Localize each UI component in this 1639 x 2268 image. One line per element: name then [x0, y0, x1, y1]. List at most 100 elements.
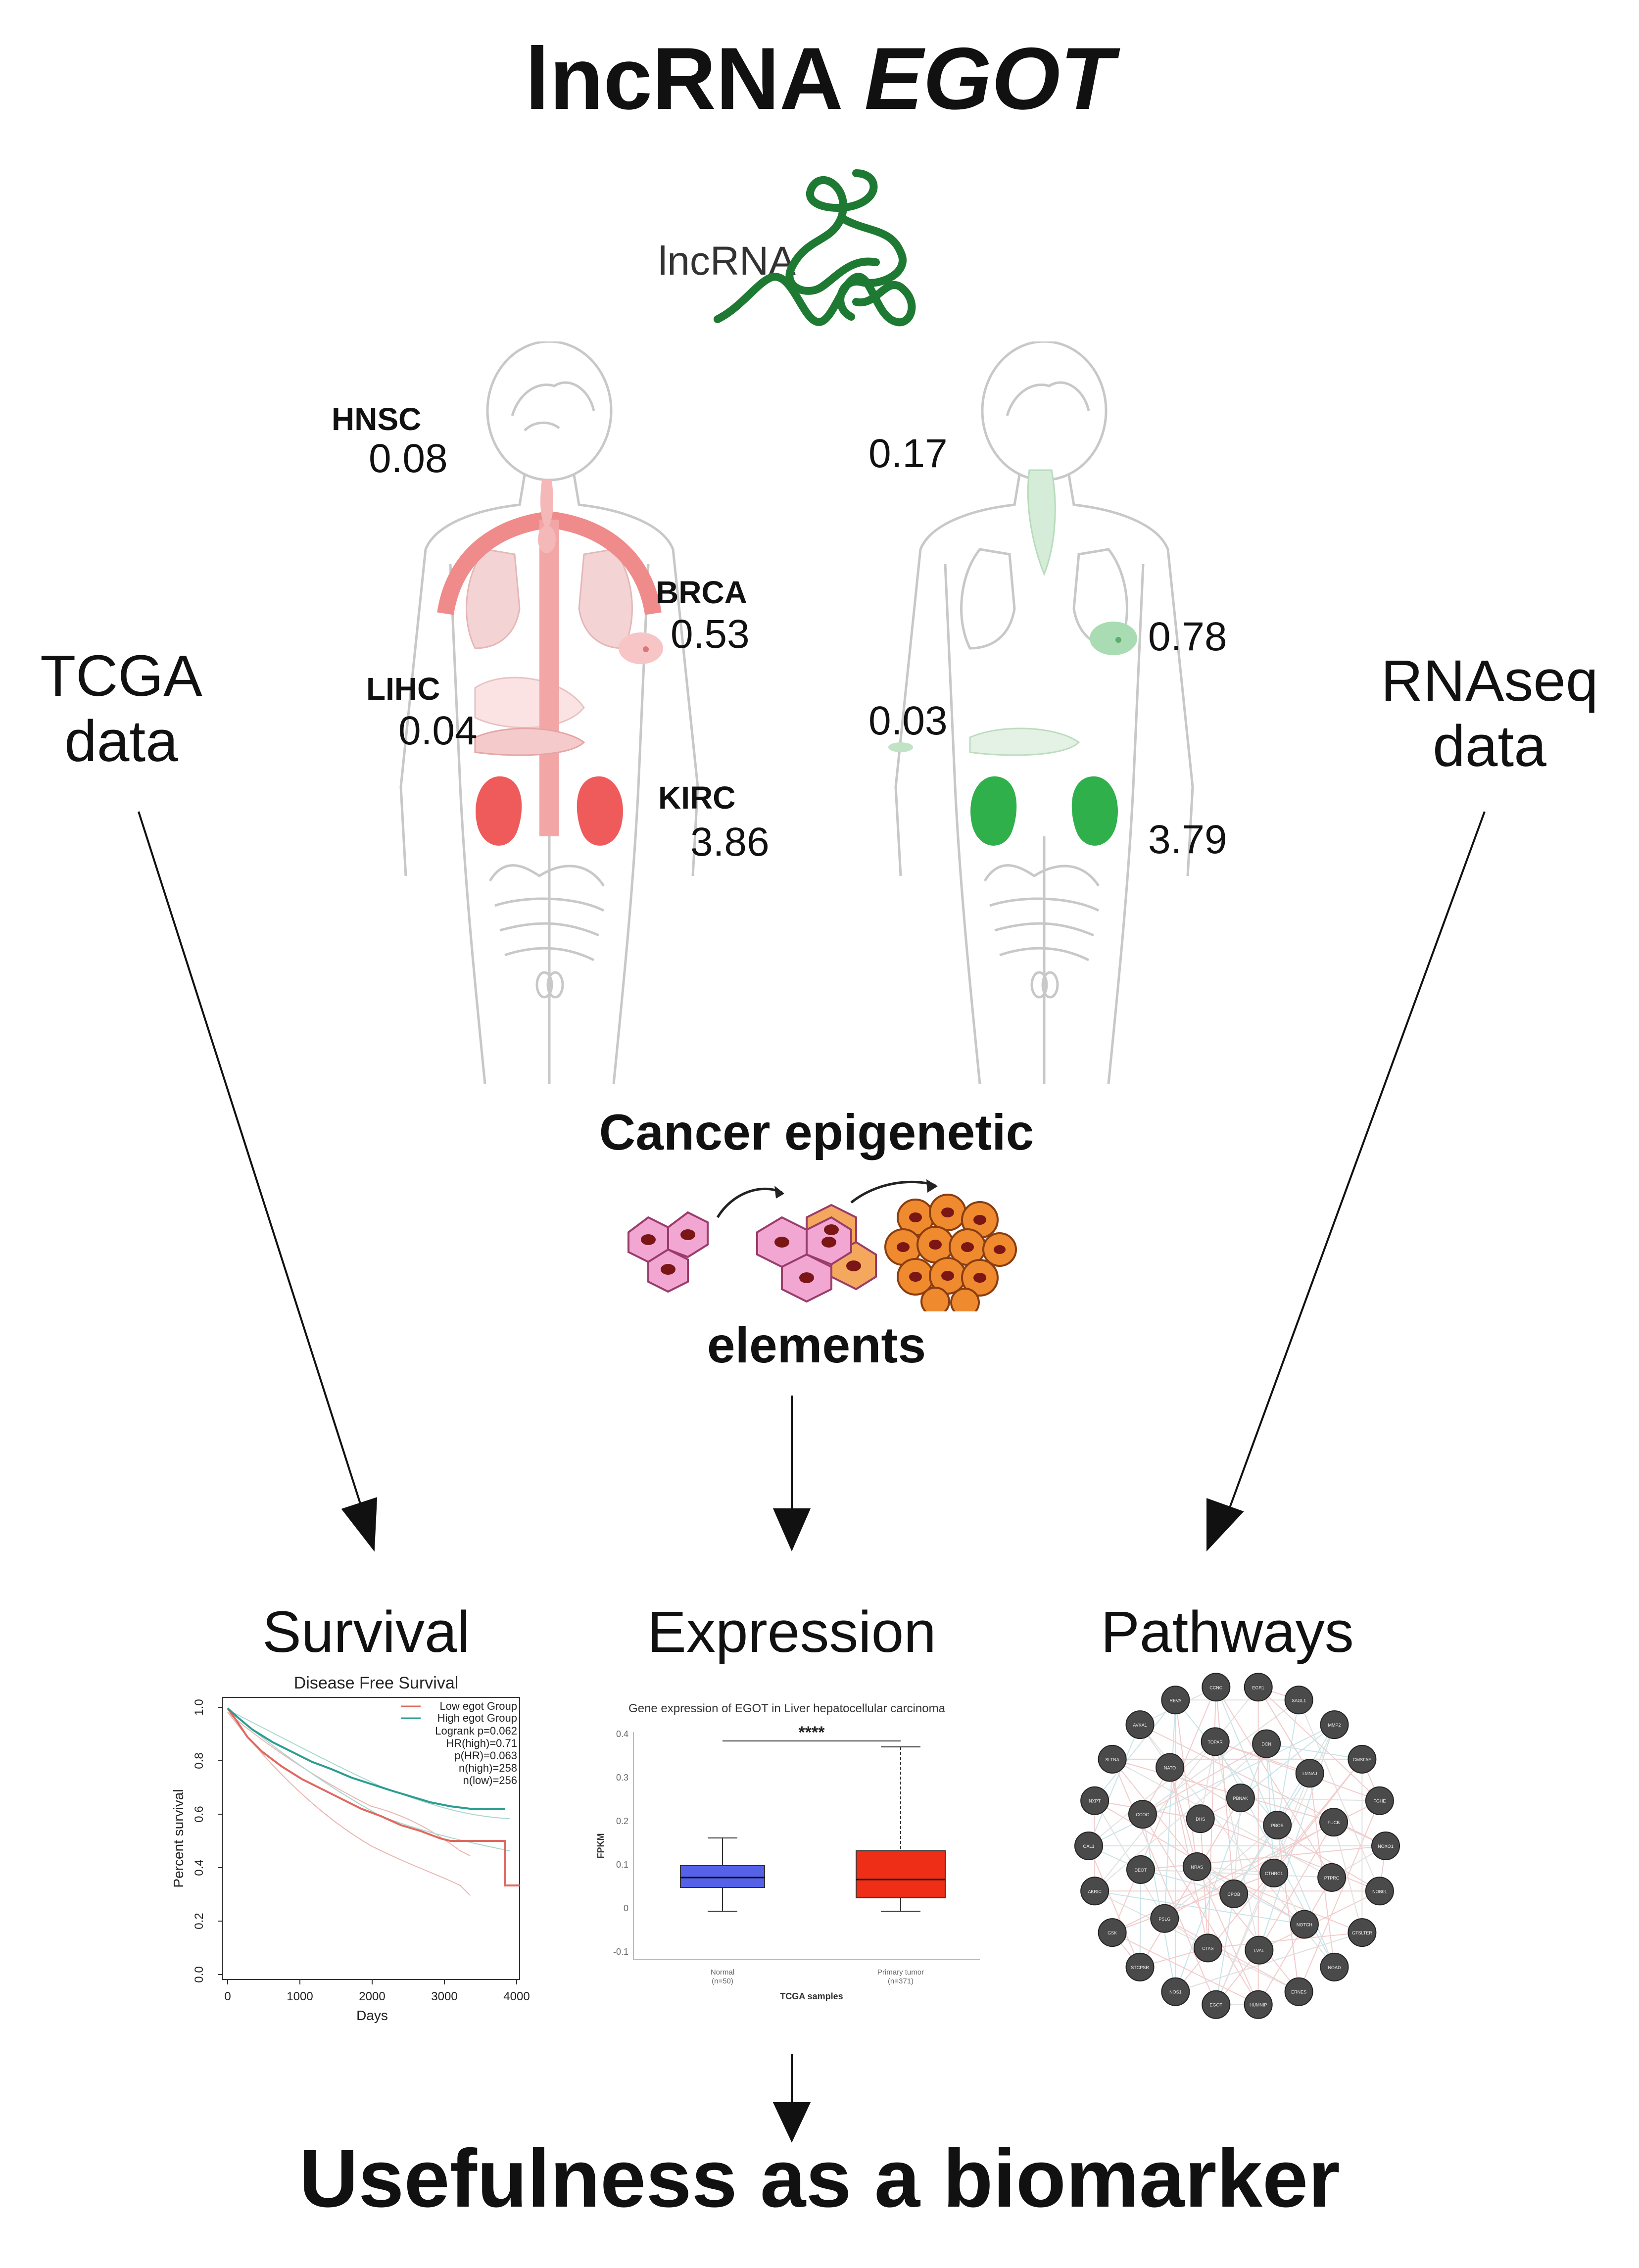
network-edge	[1139, 1797, 1241, 1968]
expression-ytick-1: 0.3	[616, 1773, 628, 1783]
network-node	[1150, 1904, 1179, 1933]
main-title: lncRNA EGOT	[0, 35, 1639, 123]
value-right-kidney: 3.79	[1148, 817, 1227, 862]
network-node-label: CCNC	[1209, 1685, 1222, 1690]
left-body-figure	[399, 341, 699, 1084]
network-edge	[1277, 1700, 1300, 1826]
network-node	[1156, 1753, 1185, 1782]
lncrna-strand-icon: lncRNA	[658, 169, 916, 327]
network-edge	[1140, 1869, 1332, 1878]
network-edge	[1112, 1758, 1332, 1878]
cancer-cells-illustration	[627, 1179, 1017, 1311]
survival-ytick-3: 0.6	[193, 1806, 206, 1822]
network-edge	[1088, 1724, 1141, 1846]
survival-curve-high	[227, 1707, 505, 1810]
network-edge	[1140, 1845, 1386, 1870]
network-edge	[1207, 1932, 1362, 1949]
network-edge	[1088, 1845, 1141, 1968]
value-kirc: 3.86	[690, 820, 770, 865]
network-edge	[1164, 1825, 1278, 1919]
value-lihc: 0.04	[398, 708, 478, 753]
rnaseq-label-line1: RNAseq	[1381, 648, 1598, 714]
cancer-code-hnsc: HNSC	[332, 401, 422, 437]
network-node-label: CPOB	[1227, 1892, 1240, 1897]
expression-boxplot: Gene expression of EGOT in Liver hepatoc…	[596, 1702, 980, 2001]
network-edge	[1140, 1869, 1234, 1894]
survival-ytick-2: 0.4	[193, 1859, 206, 1876]
survival-ytick-4: 0.8	[193, 1752, 206, 1769]
network-node	[1284, 1977, 1313, 2006]
network-node	[1182, 1852, 1211, 1882]
network-node	[1319, 1808, 1349, 1837]
network-edge	[1258, 1724, 1335, 1950]
network-node	[1348, 1918, 1377, 1947]
network-node	[1201, 1727, 1230, 1756]
network-node-label: ERNES	[1291, 1990, 1306, 1995]
network-node	[1259, 1858, 1289, 1887]
network-node-label: NOXO1	[1378, 1844, 1394, 1849]
network-edge	[1200, 1818, 1380, 1892]
network-node-label: NXPT	[1089, 1799, 1101, 1804]
network-node	[1098, 1918, 1127, 1947]
network-node	[1371, 1832, 1400, 1860]
network-edge	[1142, 1743, 1267, 1815]
network-node	[1202, 1673, 1231, 1702]
network-node	[1245, 1935, 1274, 1965]
survival-ytick-1: 0.2	[193, 1913, 206, 1929]
arrow-rnaseq-to-pathways	[1226, 811, 1486, 1515]
network-node-label: NATO	[1164, 1766, 1176, 1771]
rnaseq-data-label: RNAseq data	[1371, 648, 1608, 779]
survival-xtick-3: 3000	[431, 1990, 457, 2003]
network-node-label: EGOT	[1210, 2003, 1223, 2008]
network-node-label: NOB01	[1372, 1889, 1387, 1894]
expression-plot-title: Gene expression of EGOT in Liver hepatoc…	[628, 1702, 946, 1715]
network-edge	[1233, 1798, 1241, 1894]
network-node-label: DHS	[1196, 1817, 1205, 1822]
network-node-label: CTHRC1	[1265, 1871, 1283, 1876]
network-edge	[1257, 1877, 1332, 2005]
cancer-code-kirc: KIRC	[658, 780, 736, 816]
network-edge	[1094, 1800, 1165, 1919]
network-node-label: DCN	[1261, 1742, 1271, 1747]
network-node	[1186, 1804, 1215, 1834]
arrowhead-expression	[772, 1508, 811, 1551]
title-gene: EGOT	[864, 29, 1114, 128]
panel-title-expression: Expression	[647, 1599, 936, 1665]
group-normal-label: Normal	[711, 1968, 734, 1977]
center-label-line1: Cancer epigenetic	[599, 1104, 1034, 1160]
network-edge	[1257, 1687, 1310, 1774]
network-node	[1074, 1832, 1103, 1860]
network-edge	[1094, 1743, 1267, 1892]
tcga-data-label: TCGA data	[30, 643, 213, 774]
cancer-code-brca: BRCA	[656, 575, 747, 610]
survival-xtick-0: 0	[224, 1990, 231, 2003]
network-edge	[1215, 1687, 1332, 1878]
network-edge	[1094, 1699, 1176, 1801]
network-node	[1226, 1784, 1255, 1813]
survival-legend-low: Low egot Group	[439, 1700, 517, 1712]
network-edge	[1258, 1890, 1380, 1951]
network-node-label: EGR1	[1252, 1685, 1264, 1690]
network-node	[1295, 1759, 1324, 1788]
group-tumor-n: (n=371)	[888, 1977, 914, 1985]
arrow-tcga-to-survival	[138, 811, 365, 1515]
network-node-label: MMP2	[1328, 1723, 1341, 1728]
network-edge	[1215, 1773, 1310, 2005]
survival-curve-low	[227, 1707, 520, 1886]
network-edge	[1277, 1825, 1300, 1992]
network-node-label: PTPRC	[1324, 1876, 1340, 1881]
survival-plot-frame	[222, 1697, 520, 1980]
network-edge	[1112, 1872, 1274, 1933]
network-node	[1098, 1744, 1127, 1774]
network-node	[1244, 1673, 1273, 1702]
value-right-breast: 0.78	[1148, 614, 1227, 659]
network-edge	[1266, 1743, 1275, 1873]
network-node-label: SAGL1	[1292, 1698, 1306, 1703]
survival-xtick-4: 4000	[503, 1990, 530, 2003]
value-brca: 0.53	[671, 612, 750, 657]
network-edge	[1240, 1797, 1380, 1801]
value-right-liver: 0.03	[868, 698, 948, 743]
network-node	[1320, 1710, 1349, 1739]
network-edge	[1112, 1758, 1334, 1823]
network-edge	[1196, 1866, 1259, 2005]
